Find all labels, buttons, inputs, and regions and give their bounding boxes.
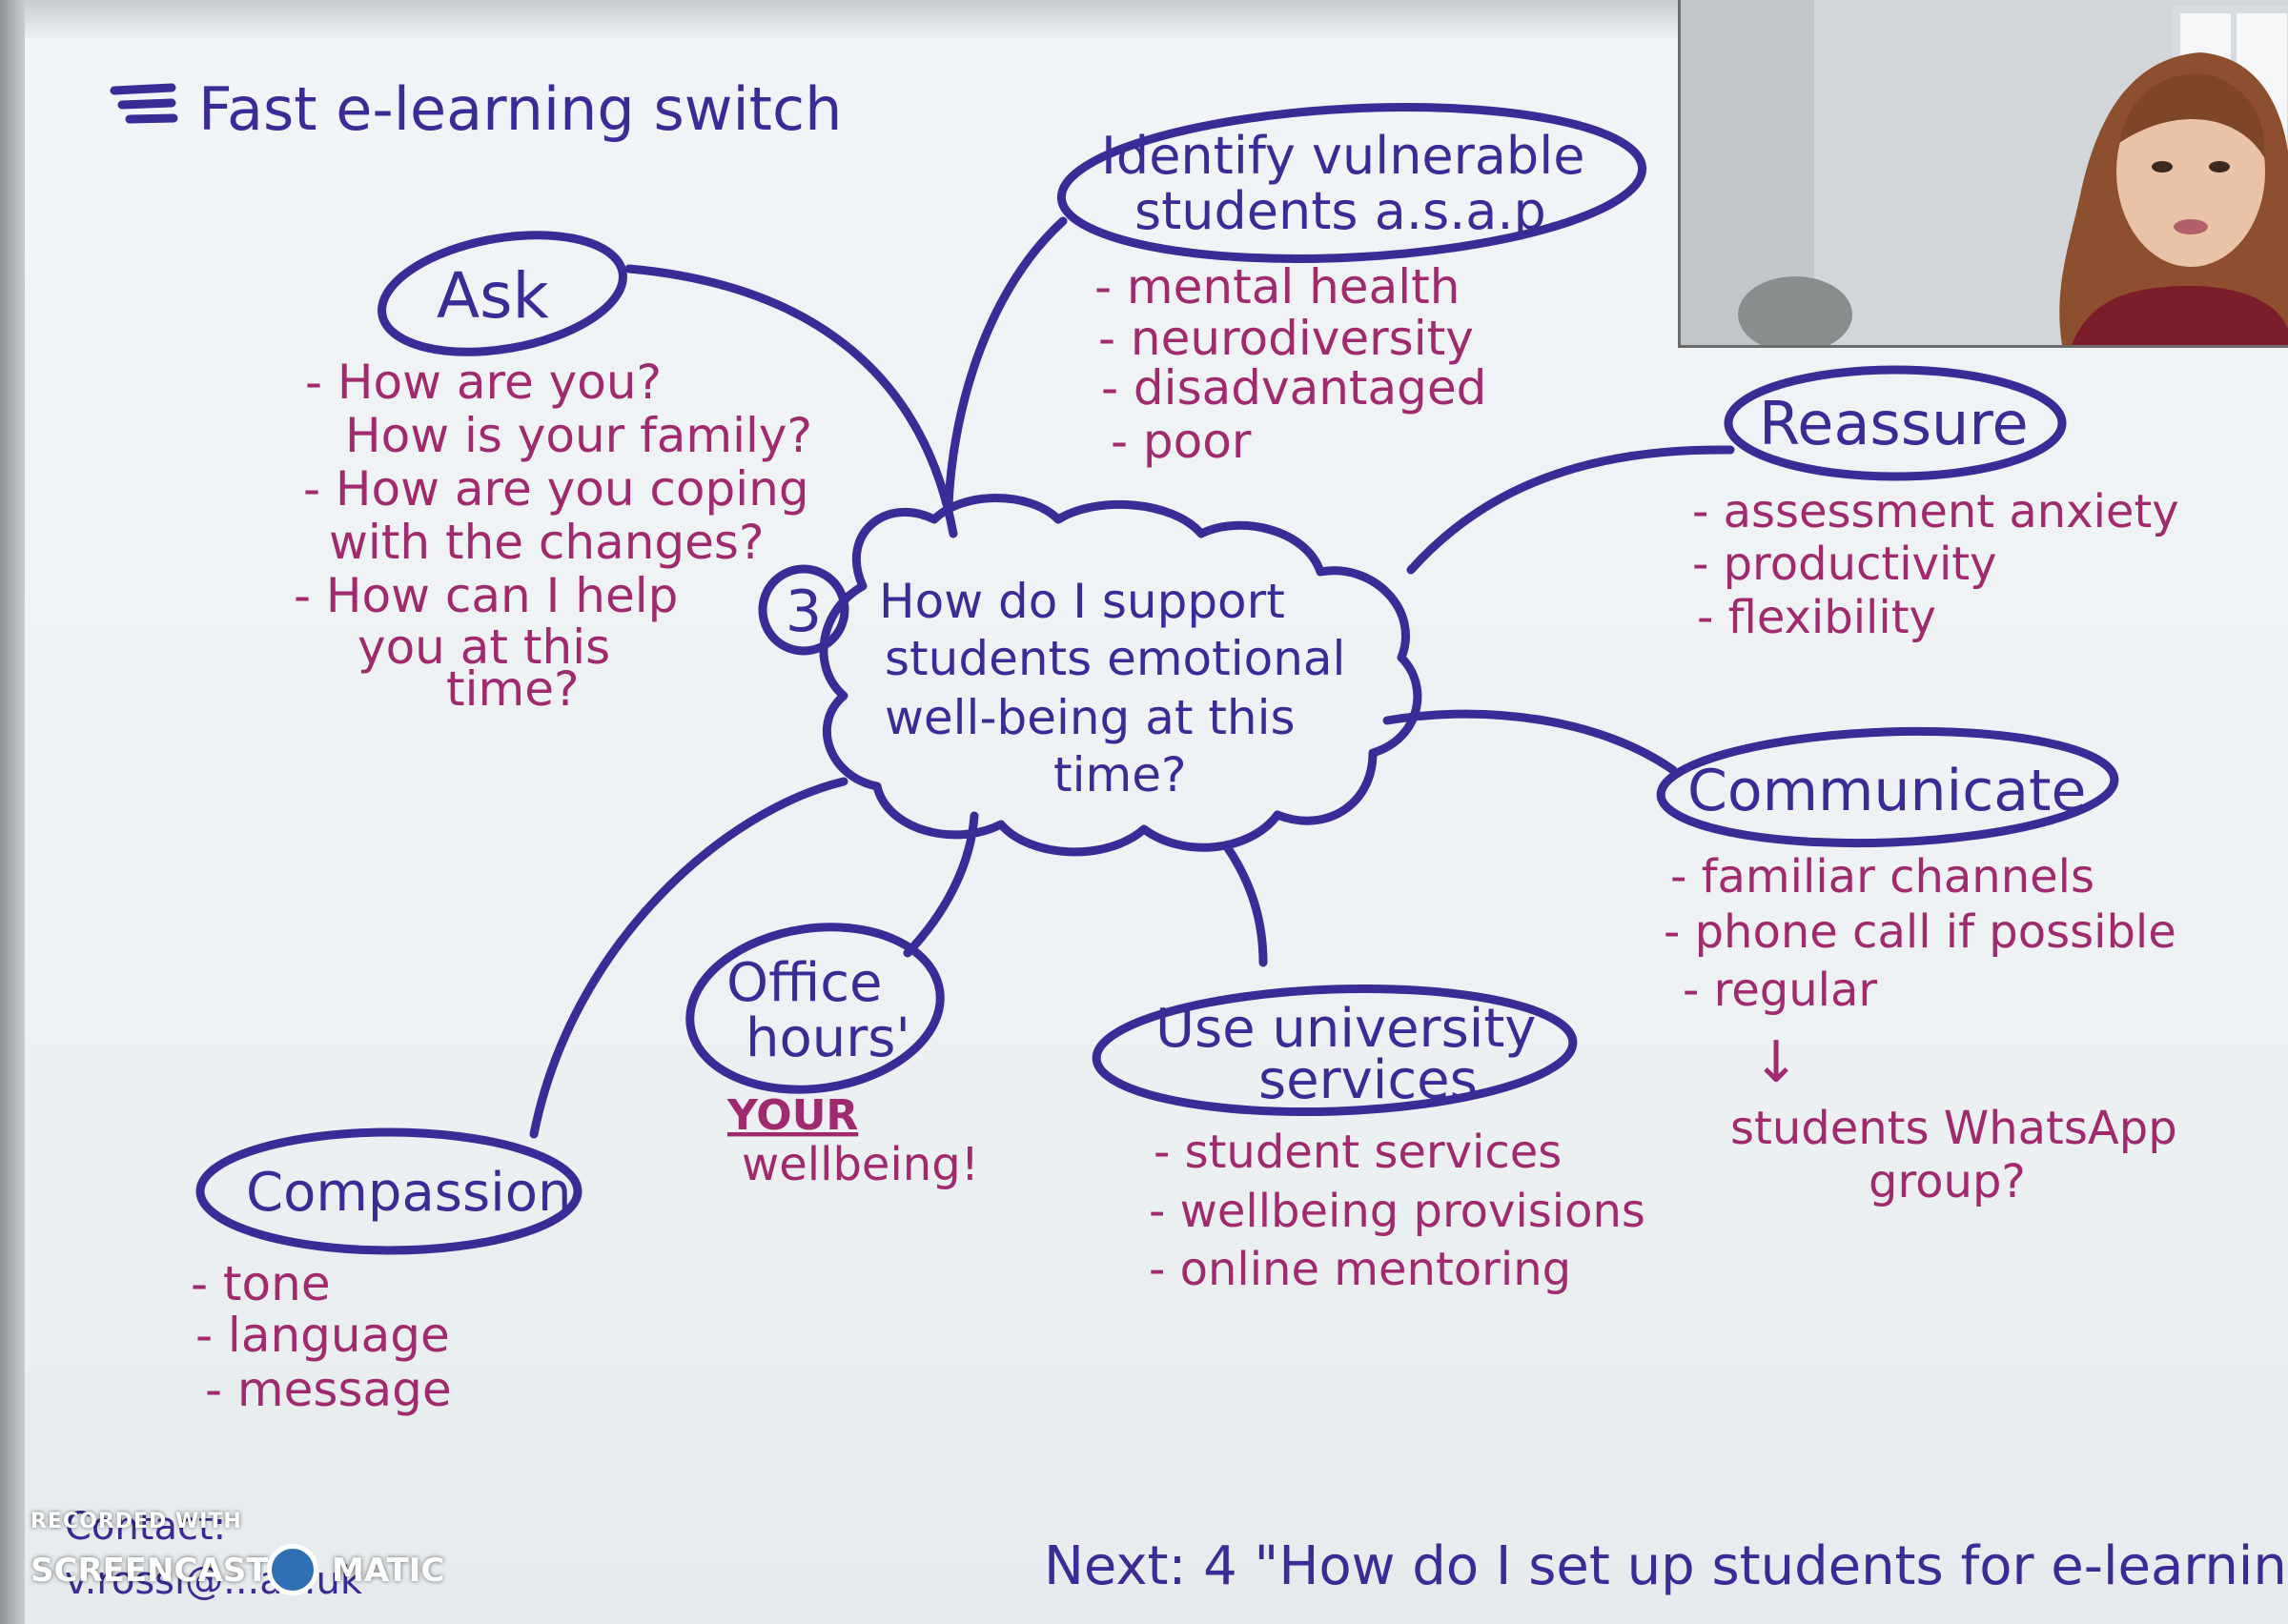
central-question-line-4: time? xyxy=(1053,747,1187,802)
node-office-note: wellbeing! xyxy=(742,1138,979,1191)
node-reassure-title: Reassure xyxy=(1759,389,2029,458)
central-question-line-1: How do I support xyxy=(879,574,1285,629)
screencast-logo-icon xyxy=(267,1544,318,1595)
node-ask: Ask - How are you? How is your family? -… xyxy=(294,231,812,717)
node-compassion-item-3: - message xyxy=(205,1362,452,1417)
page-title: Fast e-learning switch xyxy=(198,74,842,144)
node-ask-item-4: with the changes? xyxy=(329,515,765,570)
step-number: 3 xyxy=(786,579,822,645)
node-ask-item-6: you at this xyxy=(358,619,610,675)
node-compassion: Compassion - tone - language - message xyxy=(191,1127,582,1417)
node-compassion-title: Compassion xyxy=(246,1162,571,1224)
node-university-item-3: - online mentoring xyxy=(1149,1243,1571,1296)
node-university-item-1: - student services xyxy=(1154,1126,1562,1179)
node-university-item-2: - wellbeing provisions xyxy=(1149,1185,1645,1238)
watermark-brand-left: SCREENCAST xyxy=(31,1552,269,1590)
node-reassure-item-1: - assessment anxiety xyxy=(1692,485,2179,538)
webcam-overlay xyxy=(1678,0,2288,348)
node-office-note-emphasis: YOUR xyxy=(726,1091,858,1140)
node-communicate-result-line-2: group? xyxy=(1869,1155,2026,1208)
node-ask-item-3: - How are you coping xyxy=(303,461,809,517)
node-communicate: Communicate - familiar channels - phone … xyxy=(1656,726,2177,1208)
node-identify-title-line-2: students a.s.a.p. xyxy=(1134,181,1563,241)
node-reassure-item-3: - flexibility xyxy=(1697,591,1936,644)
node-office-title-line-2: hours' xyxy=(746,1007,910,1069)
contact-label: Contact: xyxy=(65,1505,226,1549)
node-ask-title: Ask xyxy=(437,259,550,333)
node-identify: Identify vulnerable students a.s.a.p. - … xyxy=(1056,102,1647,469)
node-communicate-item-1: - familiar channels xyxy=(1670,850,2094,903)
node-identify-item-4: - poor xyxy=(1111,414,1252,469)
node-compassion-item-2: - language xyxy=(195,1308,450,1363)
node-communicate-item-3: - regular xyxy=(1683,964,1877,1017)
node-identify-title-line-1: Identify vulnerable xyxy=(1101,126,1584,186)
central-question-line-3: well-being at this xyxy=(885,690,1296,745)
step-number-badge xyxy=(758,564,849,656)
central-question-cloud: 3 How do I support students emotional we… xyxy=(758,494,1422,857)
hamburger-icon xyxy=(110,83,178,124)
node-university-title-line-1: Use university xyxy=(1155,998,1536,1060)
watermark-recorded-with: RECORDED WITH xyxy=(31,1510,242,1533)
node-ask-item-7: time? xyxy=(446,661,580,717)
node-ask-item-2: How is your family? xyxy=(345,408,812,463)
node-identify-item-3: - disadvantaged xyxy=(1101,360,1486,416)
presenter-video xyxy=(1681,0,2288,345)
arrow-down-icon: ↓ xyxy=(1752,1029,1800,1096)
node-communicate-result-line-1: students WhatsApp xyxy=(1730,1102,2177,1155)
whiteboard-left-edge xyxy=(0,0,25,1624)
node-ask-item-1: - How are you? xyxy=(305,355,662,410)
node-reassure: Reassure - assessment anxiety - producti… xyxy=(1692,365,2179,644)
node-office-title-line-1: Office xyxy=(726,952,882,1014)
node-university-title-line-2: services xyxy=(1258,1049,1478,1111)
whiteboard-top-edge xyxy=(0,0,1678,38)
central-question-line-2: students emotional xyxy=(885,631,1345,686)
node-ask-item-5: - How can I help xyxy=(294,568,678,623)
node-communicate-title: Communicate xyxy=(1687,758,2086,824)
node-compassion-item-1: - tone xyxy=(191,1256,331,1311)
node-reassure-item-2: - productivity xyxy=(1692,538,1997,591)
screencast-watermark: RECORDED WITH SCREENCAST MATIC xyxy=(31,1510,469,1605)
node-office-hours: Office hours' YOUR wellbeing! xyxy=(685,923,979,1191)
node-communicate-item-2: - phone call if possible xyxy=(1664,905,2176,959)
watermark-brand-right: MATIC xyxy=(332,1552,445,1590)
node-identify-item-2: - neurodiversity xyxy=(1098,311,1474,366)
next-episode-note: Next: 4 "How do I set up students for e-… xyxy=(1044,1535,2288,1597)
node-university-services: Use university services - student servic… xyxy=(1092,984,1645,1296)
node-identify-item-1: - mental health xyxy=(1094,259,1460,315)
